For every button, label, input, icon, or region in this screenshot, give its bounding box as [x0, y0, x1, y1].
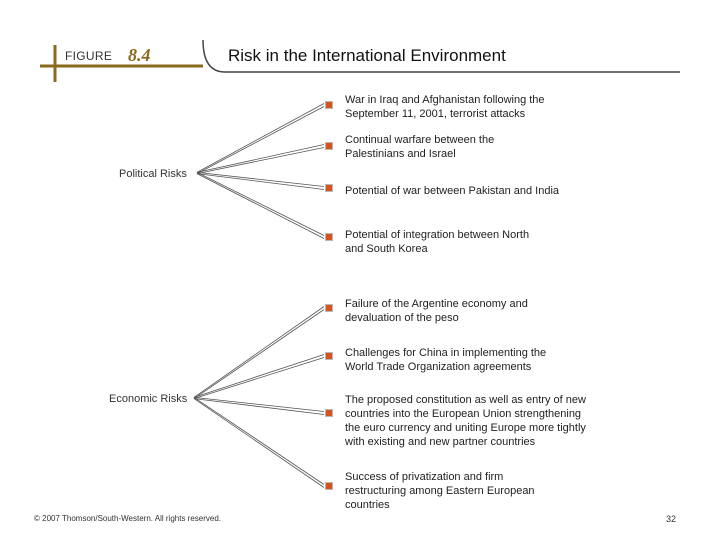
connector-line: [193, 397, 325, 412]
risk-item: Potential of war between Pakistan and In…: [345, 185, 560, 197]
connector-line: [193, 398, 325, 415]
connector-line: [196, 172, 325, 236]
figure-number: 8.4: [128, 45, 151, 65]
bullet-marker: [325, 233, 333, 241]
connector-line: [196, 144, 325, 173]
bullet-marker: [325, 101, 333, 109]
connector-line: [196, 173, 325, 190]
bullet-marker: [325, 482, 333, 490]
risk-item: Continual warfare between the Palestinia…: [345, 134, 495, 160]
category-political-risks: Political Risks: [119, 168, 187, 180]
page-title: Risk in the International Environment: [228, 46, 506, 65]
connector-line: [193, 306, 325, 398]
connector-line: [193, 354, 325, 398]
connector-line: [193, 309, 325, 399]
page-number: 32: [666, 514, 677, 524]
risk-item: War in Iraq and Afghanistan following th…: [345, 94, 545, 120]
risk-item: Failure of the Argentine economy and dev…: [345, 298, 528, 324]
connector-line: [196, 147, 325, 174]
risk-item: Potential of integration between North a…: [345, 229, 530, 255]
connector-line: [196, 106, 325, 174]
connector-line: [193, 398, 325, 488]
risk-item: Success of privatization and firm restru…: [345, 471, 535, 511]
copyright-notice: © 2007 Thomson/South-Western. All rights…: [34, 514, 222, 523]
bullet-marker: [325, 184, 333, 192]
category-economic-risks: Economic Risks: [109, 393, 188, 405]
connector-line: [196, 103, 325, 173]
title-underline: [202, 39, 680, 73]
bullet-marker: [325, 304, 333, 312]
risk-item: The proposed constitution as well as ent…: [345, 394, 586, 448]
connector-line: [193, 397, 325, 485]
bullet-marker: [325, 352, 333, 360]
risk-item: Challenges for China in implementing the…: [345, 347, 547, 373]
bullet-marker: [325, 142, 333, 150]
connector-line: [196, 173, 325, 239]
figure-label: FIGURE: [65, 49, 113, 63]
bullet-marker: [325, 409, 333, 417]
connector-line: [193, 357, 325, 399]
connector-line: [196, 172, 325, 187]
